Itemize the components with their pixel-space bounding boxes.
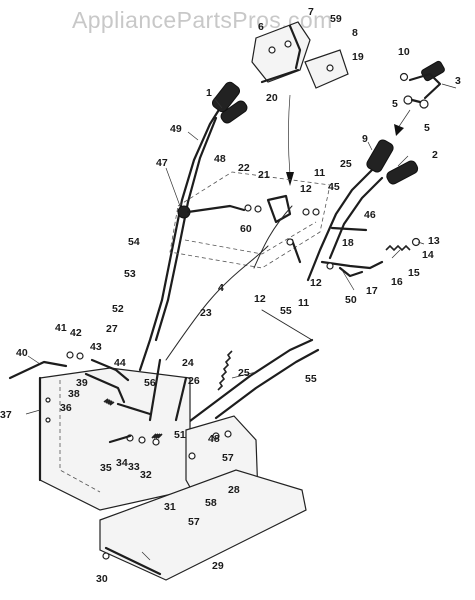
label-20: 20	[266, 92, 278, 104]
right-linkage-rods	[286, 226, 421, 278]
detail-arrow-head	[394, 124, 404, 136]
label-5a: 5	[392, 98, 398, 110]
label-17: 17	[366, 285, 378, 297]
label-5b: 5	[424, 122, 430, 134]
left-rod	[8, 360, 68, 380]
label-24: 24	[182, 357, 194, 369]
label-31: 31	[164, 501, 176, 513]
label-30: 30	[96, 573, 108, 585]
nut-42	[76, 352, 84, 360]
label-2: 2	[432, 149, 438, 161]
label-38: 38	[68, 388, 80, 400]
label-33: 33	[128, 461, 140, 473]
label-9: 9	[362, 133, 368, 145]
label-57b: 57	[188, 516, 200, 528]
label-18: 18	[342, 237, 354, 249]
part-number-labels: 1 2 3 4 5 5 6 7 8 9 10 11 11 12 12 12 13…	[0, 6, 461, 585]
left-handle	[138, 81, 248, 372]
detail-arrow-line	[397, 109, 411, 129]
label-16: 16	[391, 276, 403, 288]
control-panel-fold	[184, 221, 317, 255]
label-57a: 57	[222, 452, 234, 464]
label-44: 44	[114, 357, 126, 369]
screw-30	[102, 552, 110, 560]
label-7: 7	[308, 6, 314, 18]
label-19: 19	[352, 51, 364, 63]
label-49: 49	[170, 123, 182, 135]
label-35: 35	[100, 462, 112, 474]
label-13: 13	[428, 235, 440, 247]
label-36: 36	[60, 402, 72, 414]
shift-knob-linkage	[177, 194, 320, 224]
label-48b: 48	[208, 433, 220, 445]
label-1: 1	[206, 87, 212, 99]
label-12a: 12	[300, 183, 312, 195]
label-4: 4	[218, 282, 224, 294]
label-51: 51	[174, 429, 186, 441]
label-27: 27	[106, 323, 118, 335]
label-37: 37	[0, 409, 12, 421]
label-53: 53	[124, 268, 136, 280]
label-12c: 12	[310, 277, 322, 289]
label-47: 47	[156, 157, 168, 169]
nut-41	[66, 351, 74, 359]
lower-handle-bar-2	[214, 348, 320, 420]
center-linkage	[108, 358, 188, 446]
label-50: 50	[345, 294, 357, 306]
label-12b: 12	[254, 293, 266, 305]
label-11a: 11	[314, 167, 325, 179]
label-40: 40	[16, 347, 28, 359]
leader-lines	[25, 83, 457, 561]
label-55b: 55	[305, 373, 317, 385]
label-3: 3	[455, 75, 461, 87]
label-46: 46	[364, 209, 376, 221]
label-26: 26	[188, 375, 200, 387]
bar-link-rod	[261, 309, 313, 341]
lower-housing	[38, 367, 191, 511]
right-handle	[306, 139, 419, 282]
label-8: 8	[352, 27, 358, 39]
label-39: 39	[76, 377, 88, 389]
control-panel-outline	[169, 171, 331, 269]
label-29: 29	[212, 560, 224, 572]
assembly-arrow-head	[286, 172, 294, 186]
label-55a: 55	[280, 305, 292, 317]
label-60: 60	[240, 223, 252, 235]
label-28: 28	[228, 484, 240, 496]
left-lever-cluster	[84, 358, 152, 416]
label-45: 45	[328, 181, 340, 193]
label-59: 59	[330, 13, 342, 25]
label-14: 14	[422, 249, 434, 261]
label-32: 32	[140, 469, 152, 481]
control-cable-upper	[253, 205, 293, 269]
label-6: 6	[258, 21, 264, 33]
label-25b: 25	[238, 367, 250, 379]
label-54: 54	[128, 236, 140, 248]
label-23: 23	[200, 307, 212, 319]
control-cable	[165, 245, 269, 361]
lever-detail-assembly	[399, 60, 445, 109]
label-58: 58	[205, 497, 217, 509]
assembly-arrow-line	[288, 94, 291, 176]
label-41: 41	[55, 322, 67, 334]
control-bracket-assembly	[251, 21, 349, 89]
label-25a: 25	[340, 158, 352, 170]
label-11b: 11	[298, 297, 309, 309]
label-15: 15	[408, 267, 420, 279]
label-34: 34	[116, 457, 128, 469]
lower-handle-bar	[184, 338, 314, 426]
label-52: 52	[112, 303, 124, 315]
base-plate	[99, 469, 307, 581]
base-plate-edge	[104, 546, 162, 576]
label-21: 21	[258, 169, 270, 181]
label-10: 10	[398, 46, 410, 58]
spring-25	[217, 350, 233, 391]
label-56: 56	[144, 377, 156, 389]
label-48a: 48	[214, 153, 226, 165]
label-22: 22	[238, 162, 250, 174]
label-42: 42	[70, 327, 82, 339]
label-43: 43	[90, 341, 102, 353]
